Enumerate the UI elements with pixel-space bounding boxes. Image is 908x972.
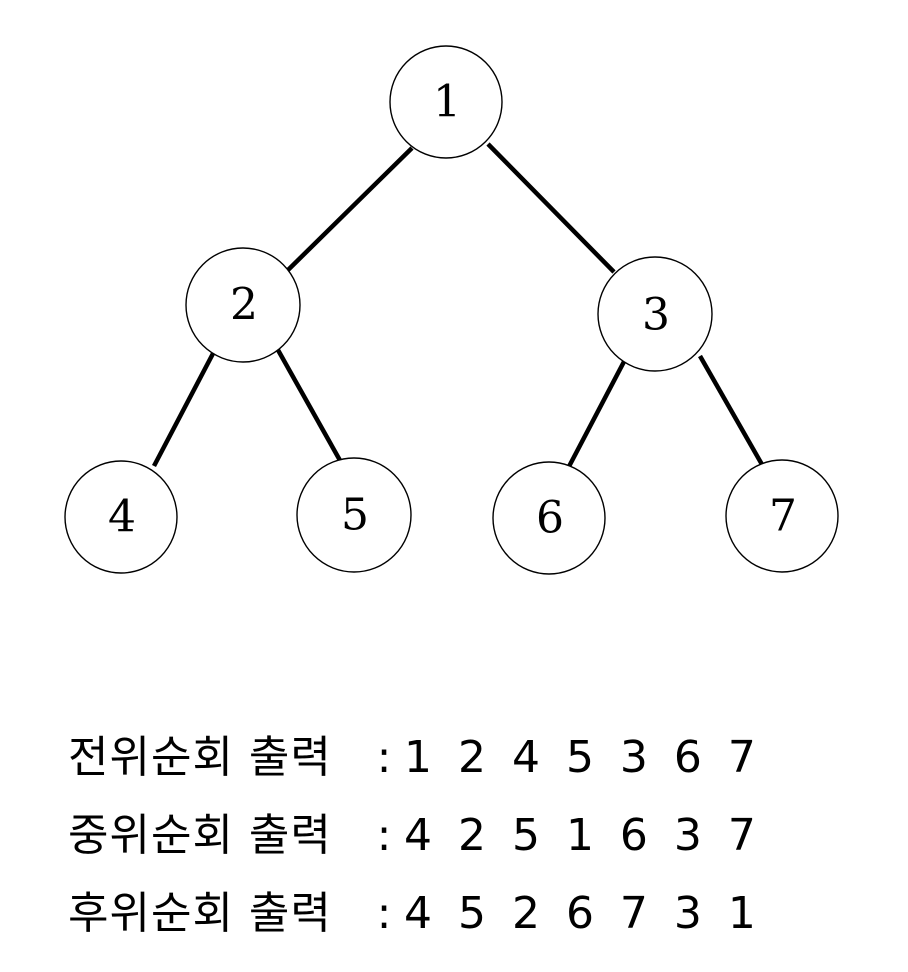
tree-edge-1-2 <box>286 146 414 272</box>
tree-node-4: 4 <box>64 460 178 574</box>
traversal-row-preorder: 전위순회 출력 : 1 2 4 5 3 6 7 <box>68 736 757 780</box>
traversal-values: 4 2 5 1 6 3 7 <box>404 810 757 861</box>
traversal-values: 4 5 2 6 7 3 1 <box>404 888 757 939</box>
tree-edge-2-5 <box>276 348 344 466</box>
tree-node-6: 6 <box>492 461 606 575</box>
tree-edge-2-4 <box>152 342 220 468</box>
tree-node-label: 1 <box>433 77 461 128</box>
tree-edge-3-6 <box>562 352 630 478</box>
traversal-separator: : <box>376 732 392 783</box>
traversal-label: 후위순회 출력 <box>68 888 332 939</box>
traversal-separator: : <box>376 810 392 861</box>
traversal-label: 전위순회 출력 <box>68 732 332 783</box>
tree-node-5: 5 <box>296 457 412 573</box>
traversal-row-postorder: 후위순회 출력 : 4 5 2 6 7 3 1 <box>68 892 757 936</box>
tree-edge-1-3 <box>486 142 616 274</box>
tree-edge-3-7 <box>698 354 766 470</box>
tree-node-2: 2 <box>185 247 301 363</box>
binary-tree-diagram: 1 2 3 4 5 6 7 <box>64 45 839 575</box>
traversal-separator: : <box>376 888 392 939</box>
tree-node-label: 7 <box>769 491 797 542</box>
tree-node-7: 7 <box>725 459 839 573</box>
tree-node-3: 3 <box>597 256 713 372</box>
traversal-row-inorder: 중위순회 출력 : 4 2 5 1 6 3 7 <box>68 814 757 858</box>
tree-node-label: 4 <box>108 492 136 543</box>
tree-node-1: 1 <box>389 45 503 159</box>
traversal-label: 중위순회 출력 <box>68 810 332 861</box>
tree-node-label: 6 <box>536 493 564 544</box>
traversal-values: 1 2 4 5 3 6 7 <box>404 732 757 783</box>
tree-node-label: 5 <box>341 490 369 541</box>
tree-node-label: 2 <box>230 280 258 331</box>
tree-node-label: 3 <box>642 290 670 341</box>
